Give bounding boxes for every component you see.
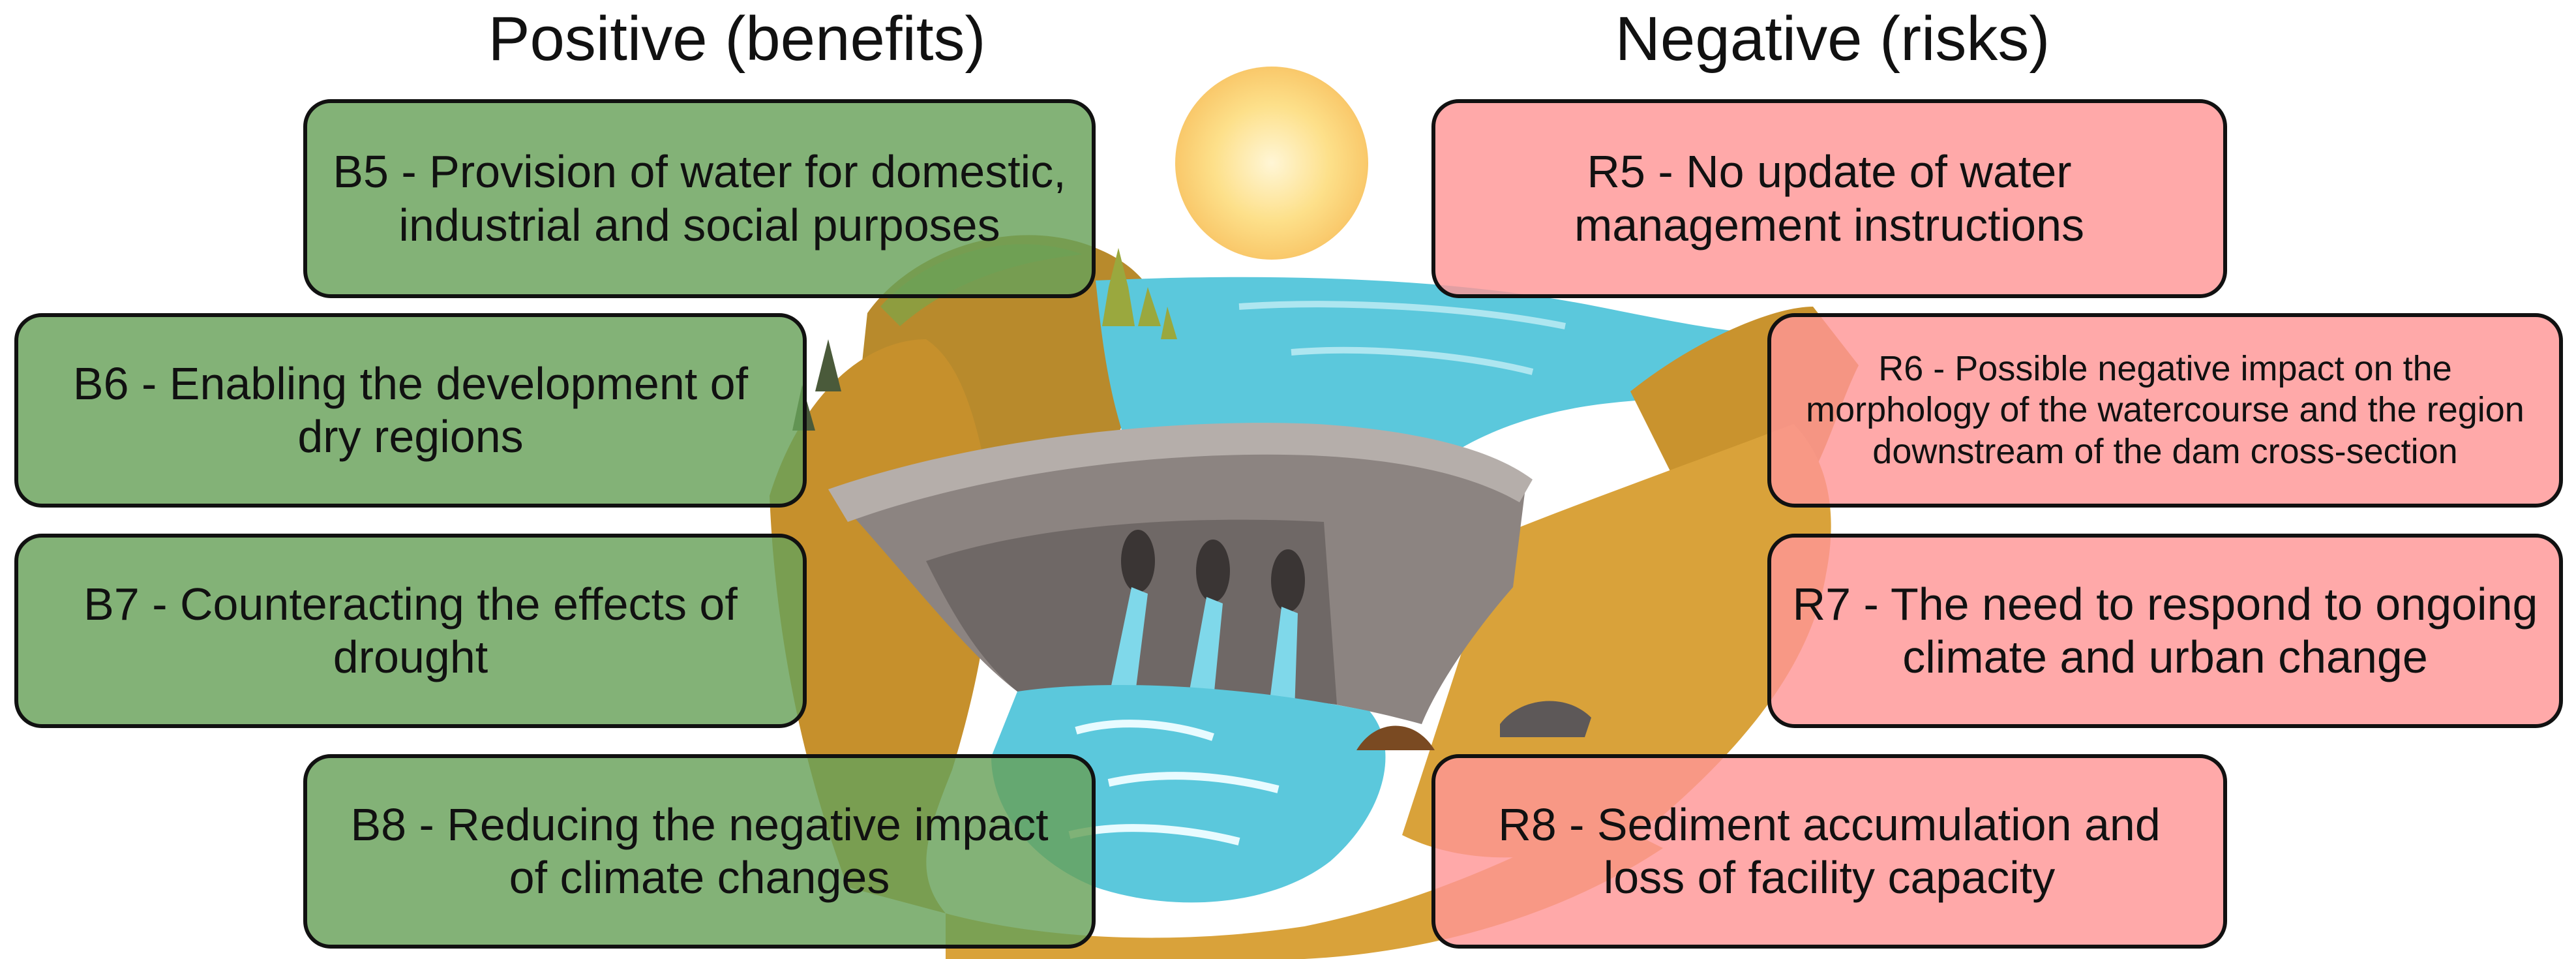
rock-icon [1500, 701, 1591, 737]
benefit-box-b8: B8 - Reducing the negative impact of cli… [303, 754, 1096, 949]
risk-box-r5: R5 - No update of water management instr… [1431, 99, 2227, 298]
sun-icon [1175, 67, 1368, 260]
water-jets [1109, 587, 1298, 711]
heading-positive: Positive (benefits) [488, 4, 986, 74]
spillway-opening-1 [1121, 530, 1155, 592]
tree-icon [1102, 248, 1177, 339]
risk-r8-text: R8 - Sediment accumulation and loss of f… [1498, 799, 2161, 903]
heading-negative: Negative (risks) [1615, 4, 2050, 74]
benefit-b6-text: B6 - Enabling the development of dry reg… [72, 358, 749, 462]
risk-r7-text: R7 - The need to respond to ongoing clim… [1792, 578, 2538, 682]
benefit-b8-text: B8 - Reducing the negative impact of cli… [350, 799, 1049, 903]
risk-r6-text: R6 - Possible negative impact on the mor… [1806, 349, 2524, 471]
benefit-box-b7: B7 - Counteracting the effects of drough… [14, 534, 807, 728]
risk-box-r8: R8 - Sediment accumulation and loss of f… [1431, 754, 2227, 949]
risk-box-r7: R7 - The need to respond to ongoing clim… [1767, 534, 2563, 728]
benefit-b7-text: B7 - Counteracting the effects of drough… [83, 578, 738, 682]
risk-r5-text: R5 - No update of water management instr… [1574, 146, 2085, 251]
reservoir-highlight [1238, 301, 1566, 375]
spillway-opening-3 [1271, 549, 1305, 612]
benefit-b5-text: B5 - Provision of water for domestic, in… [333, 146, 1066, 251]
dam-crest [828, 423, 1533, 522]
spillway-opening-2 [1196, 540, 1230, 602]
risk-box-r6: R6 - Possible negative impact on the mor… [1767, 313, 2563, 508]
benefit-box-b6: B6 - Enabling the development of dry reg… [14, 313, 807, 508]
bush-icon [1356, 725, 1435, 750]
benefit-box-b5: B5 - Provision of water for domestic, in… [303, 99, 1096, 298]
